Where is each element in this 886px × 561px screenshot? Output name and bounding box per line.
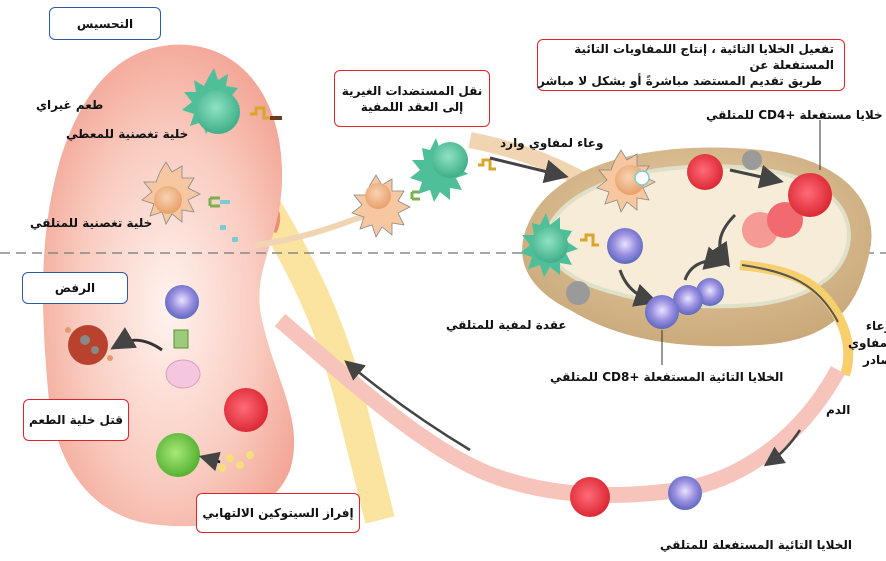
transport-antigens-line2: إلى العقد اللمفية: [360, 99, 464, 114]
apc-grey-2: [566, 281, 590, 305]
graft-killing-box: قتل خلية الطعم: [23, 399, 129, 441]
macrophage-cell: [156, 433, 200, 477]
recipient-dendritic-cell: [141, 161, 238, 242]
efferent-line2: لمفاوي: [848, 336, 886, 350]
lymph-node-label: عقدة لمفية للمتلقي: [446, 318, 567, 332]
rejection-box: الرفض: [22, 272, 128, 304]
recipient-dc-label: خلية تغصنية للمتلقي: [30, 216, 153, 230]
node-donor-dc: [520, 213, 599, 277]
migrating-recipient-dc: [351, 174, 420, 238]
sensitization-box: التحسيس: [49, 7, 161, 40]
cytokine-secretion-box: إفراز السيتوكين الالتهابي: [196, 493, 360, 533]
donor-dc-label: خلية تغصنية للمعطي: [66, 127, 189, 141]
migrating-donor-dc: [410, 138, 496, 202]
cd8-cells-label: الخلايا التائية المستفعلة +CD8 للمتلقي: [550, 370, 784, 384]
t-cell-activation-line1: تفعيل الخلايا التائية ، إنتاج اللمفاويات…: [574, 42, 834, 72]
efferent-lymphatic-label: وعاء لمفاوي صادر: [848, 318, 886, 369]
blood-cd8-cell: [668, 476, 702, 510]
blood-label: الدم: [826, 403, 851, 417]
t-cell-activation-line2: طريق تقديم المستضد مباشرةً أو بشكل لا مب…: [538, 74, 823, 88]
cd4-effector-cluster: [742, 173, 832, 248]
efferent-lymphatic-vessel: [739, 260, 854, 377]
recipient-effector-label: الخلايا التائية المستفعلة للمتلقي: [660, 538, 853, 552]
allograft-label: طعم غيراي: [36, 98, 104, 112]
dying-graft-cell: [65, 325, 113, 365]
cd4-t-cell: [687, 154, 723, 190]
graft-target-cell: [165, 359, 201, 389]
donor-dendritic-cell: [182, 68, 282, 134]
afferent-lymphatic-label: وعاء لمفاوي وارد: [500, 136, 604, 150]
efferent-line1: وعاء: [865, 319, 886, 333]
cd8-effector-cluster: [645, 278, 724, 329]
kidney-cd8-cell: [165, 285, 199, 319]
cd8-t-cell: [607, 228, 643, 264]
kidney-cd4-cell: [224, 388, 268, 432]
blood-cd4-cell: [570, 477, 610, 517]
transport-antigens-line1: نقل المستضدات الغيرية: [341, 83, 483, 98]
t-cell-activation-box: تفعيل الخلايا التائية ، إنتاج اللمفاويات…: [537, 39, 845, 91]
cd4-cells-label: خلايا مستفعلة +CD4 للمتلقي: [706, 108, 883, 122]
efferent-line3: صادر: [862, 353, 886, 367]
apc-grey: [742, 150, 762, 170]
transport-antigens-box: نقل المستضدات الغيرية إلى العقد اللمفية: [334, 70, 490, 127]
node-recipient-dc: [596, 149, 656, 213]
